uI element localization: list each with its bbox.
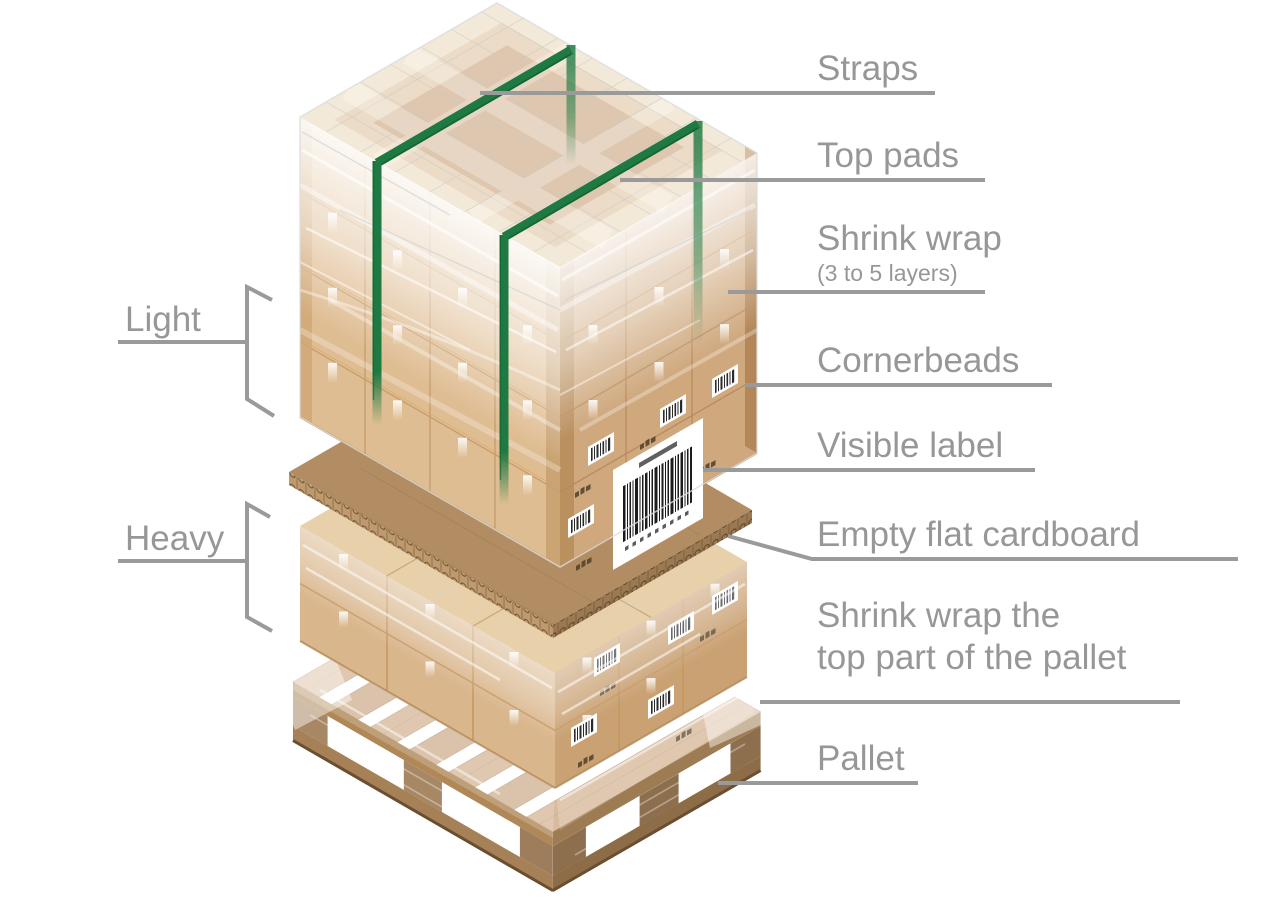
- pallet-dark-edges: [292, 739, 762, 892]
- pallet-weathering: [309, 714, 746, 856]
- light-shrink-wrap: [298, 1, 759, 568]
- pallet-bottom-board-left: [293, 726, 553, 892]
- pallet-bottom-board-right: [552, 756, 761, 892]
- callout-straps: Straps: [817, 48, 918, 90]
- callout-shrink-wrap-text: Shrink wrap: [817, 219, 1002, 258]
- callout-visible-label: Visible label: [817, 425, 1003, 467]
- callout-top-pads: Top pads: [817, 135, 959, 177]
- callout-top-pads-text: Top pads: [817, 136, 960, 175]
- pallet-stringer-blocks: [293, 696, 761, 876]
- callout-lines: [118, 91, 1238, 785]
- callout-shrink-wrap-pallet-line1: Shrink wrap the: [817, 596, 1061, 635]
- heavy-bracket: [245, 500, 273, 633]
- cardboard-sheet-edge-left: [289, 472, 553, 638]
- heavy-shrink-wrap: [293, 483, 755, 838]
- light-boxes-stack: [298, 1, 759, 571]
- callout-pallet-text: Pallet: [817, 739, 905, 778]
- callout-cornerbeads: Cornerbeads: [817, 340, 1019, 382]
- callout-empty-flat-cardboard: Empty flat cardboard: [817, 514, 1140, 556]
- callout-light-text: Light: [125, 300, 201, 339]
- callout-heavy-text: Heavy: [125, 519, 225, 558]
- callout-straps-text: Straps: [817, 49, 919, 88]
- wrap-streaks-left: [298, 148, 562, 473]
- wrap-streaks-right: [558, 168, 758, 432]
- pallet-deck-edge-left: [293, 682, 553, 846]
- straps: [372, 45, 703, 505]
- callout-heavy: Heavy: [125, 518, 224, 560]
- callout-empty-flat-cardboard-text: Empty flat cardboard: [817, 515, 1140, 554]
- pallet-deck-edge-right: [552, 712, 761, 846]
- callout-light: Light: [125, 299, 201, 341]
- callout-shrink-wrap-pallet-line2: top part of the pallet: [817, 638, 1127, 677]
- callout-shrink-wrap-subtext: (3 to 5 layers): [817, 260, 958, 286]
- callout-shrink-wrap: Shrink wrap (3 to 5 layers): [817, 218, 1002, 286]
- cardboard-sheet-edge-right: [553, 510, 752, 638]
- callout-visible-label-text: Visible label: [817, 426, 1004, 465]
- callout-shrink-wrap-pallet: Shrink wrap the top part of the pallet: [817, 595, 1126, 679]
- light-bracket: [245, 283, 276, 418]
- callout-cornerbeads-text: Cornerbeads: [817, 341, 1020, 380]
- callout-pallet: Pallet: [817, 738, 905, 780]
- empty-flat-cardboard-leader-line: [727, 534, 1238, 561]
